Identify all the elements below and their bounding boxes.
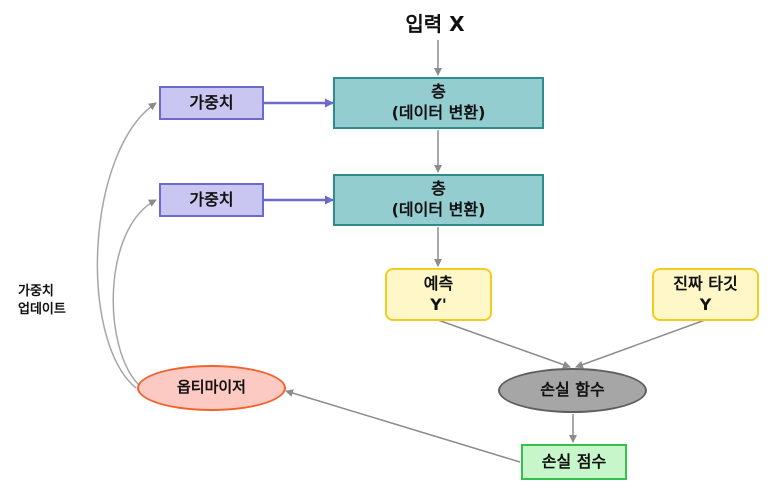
true-target-symbol: Y (699, 294, 712, 314)
optimizer-ellipse: 옵티마이저 (137, 365, 286, 411)
layer-2-title: 층 (431, 179, 446, 199)
layer-2-subtitle: (데이터 변환) (391, 200, 486, 219)
weight-update-label: 가중치 업데이트 (18, 283, 66, 319)
loss-score-box: 손실 점수 (521, 444, 627, 480)
layer-2-box: 층 (데이터 변환) (333, 174, 544, 226)
layer-1-title: 층 (431, 82, 446, 102)
layer-1-box: 층 (데이터 변환) (333, 77, 544, 129)
arrow-optimizer-to-weights-2 (112, 199, 157, 387)
prediction-box: 예측 Y' (385, 268, 492, 321)
prediction-title: 예측 (423, 273, 454, 293)
true-target-box: 진짜 타깃 Y (652, 268, 759, 321)
weight-update-line-1: 가중치 (18, 284, 54, 299)
weight-update-line-2: 업데이트 (18, 302, 66, 318)
prediction-symbol: Y' (430, 294, 447, 314)
arrow-optimizer-to-weights-1 (96, 102, 157, 389)
layer-1-subtitle: (데이터 변환) (391, 103, 486, 122)
weights-1-box: 가중치 (159, 86, 264, 120)
arrow-target-to-loss (575, 319, 706, 369)
true-target-title: 진짜 타깃 (673, 273, 738, 293)
arrow-score-to-optimizer (285, 389, 521, 463)
arrow-prediction-to-loss (437, 319, 571, 369)
input-x-label: 입력 X (405, 12, 465, 36)
weights-2-box: 가중치 (159, 183, 264, 217)
loss-function-ellipse: 손실 함수 (498, 368, 647, 413)
